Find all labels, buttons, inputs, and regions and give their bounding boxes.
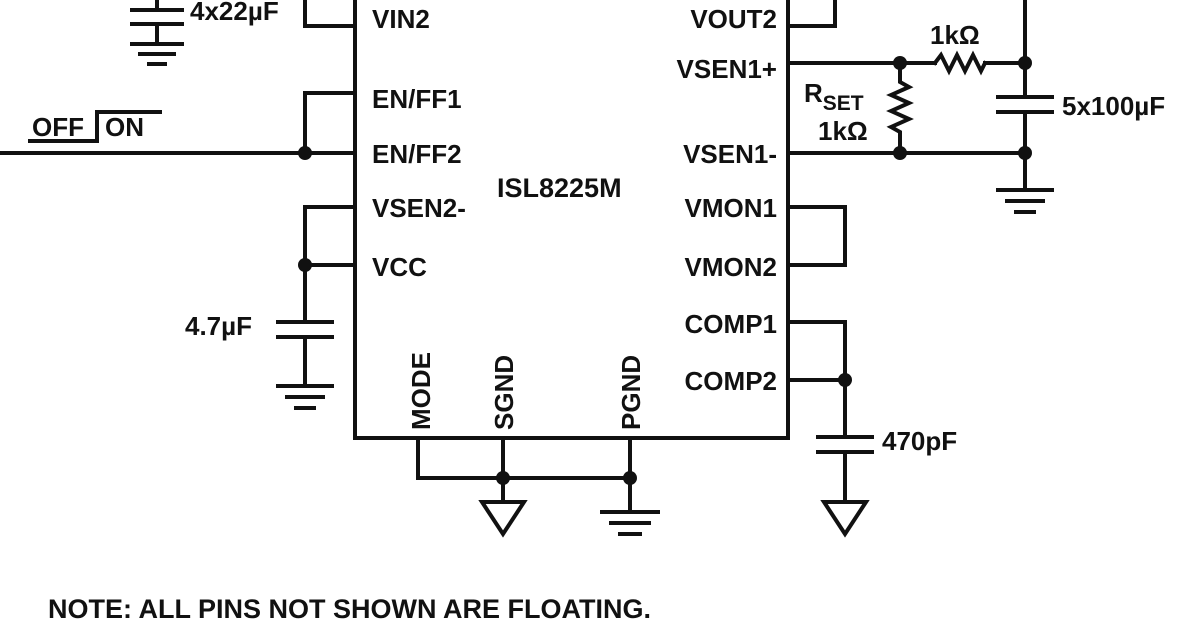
chip-name: ISL8225M <box>497 173 622 203</box>
input-cap-value: 4x22µF <box>190 0 279 26</box>
pin-vin2: VIN2 <box>372 4 430 34</box>
pin-comp2: COMP2 <box>685 366 777 396</box>
switch-on-label: ON <box>105 112 144 142</box>
output-cap-value: 5x100µF <box>1062 91 1165 121</box>
switch-off-label: OFF <box>32 112 84 142</box>
input-capacitor <box>130 0 357 66</box>
junction-vsen1-minus <box>1018 146 1032 160</box>
junction-pgnd <box>623 471 637 485</box>
power-ground-icon <box>600 510 660 536</box>
junction-enable <box>298 146 312 160</box>
pin-sgnd: SGND <box>489 355 519 430</box>
junction-comp <box>838 373 852 387</box>
enable-wiring <box>0 91 357 155</box>
pin-vsen1-plus: VSEN1+ <box>677 54 777 84</box>
vmon-loop <box>786 205 847 267</box>
pin-vmon1: VMON1 <box>685 193 777 223</box>
pin-vout2: VOUT2 <box>690 4 777 34</box>
footnote: NOTE: ALL PINS NOT SHOWN ARE FLOATING. <box>48 594 651 624</box>
pin-vmon2: VMON2 <box>685 252 777 282</box>
pin-vsen1-minus: VSEN1- <box>683 139 777 169</box>
pin-mode: MODE <box>406 352 436 430</box>
junction-rset-top <box>893 56 907 70</box>
bottom-ground-wiring <box>416 436 632 512</box>
pin-comp1: COMP1 <box>685 309 777 339</box>
pin-vsen2-minus: VSEN2- <box>372 193 466 223</box>
vcc-capacitor <box>276 205 357 410</box>
junction-output <box>1018 56 1032 70</box>
comp-ground-icon <box>820 500 870 538</box>
junction-sgnd <box>496 471 510 485</box>
junction-rset-bottom <box>893 146 907 160</box>
pin-pgnd: PGND <box>616 355 646 430</box>
signal-ground-icon <box>478 500 528 538</box>
rset-value: 1kΩ <box>818 116 868 146</box>
series-resistor-value: 1kΩ <box>930 20 980 50</box>
pin-en-ff1: EN/FF1 <box>372 84 462 114</box>
vout2-wiring <box>786 0 837 28</box>
comp-cap-value: 470pF <box>882 426 957 456</box>
pin-vcc: VCC <box>372 252 427 282</box>
ic-body <box>353 0 790 440</box>
rset-label-sub: SET <box>823 92 864 115</box>
rset-label-main: R <box>804 78 823 108</box>
comp-network <box>786 320 874 502</box>
rset-label: RSET <box>804 78 864 115</box>
junction-vcc <box>298 258 312 272</box>
pin-en-ff2: EN/FF2 <box>372 139 462 169</box>
vcc-cap-value: 4.7µF <box>185 311 252 341</box>
